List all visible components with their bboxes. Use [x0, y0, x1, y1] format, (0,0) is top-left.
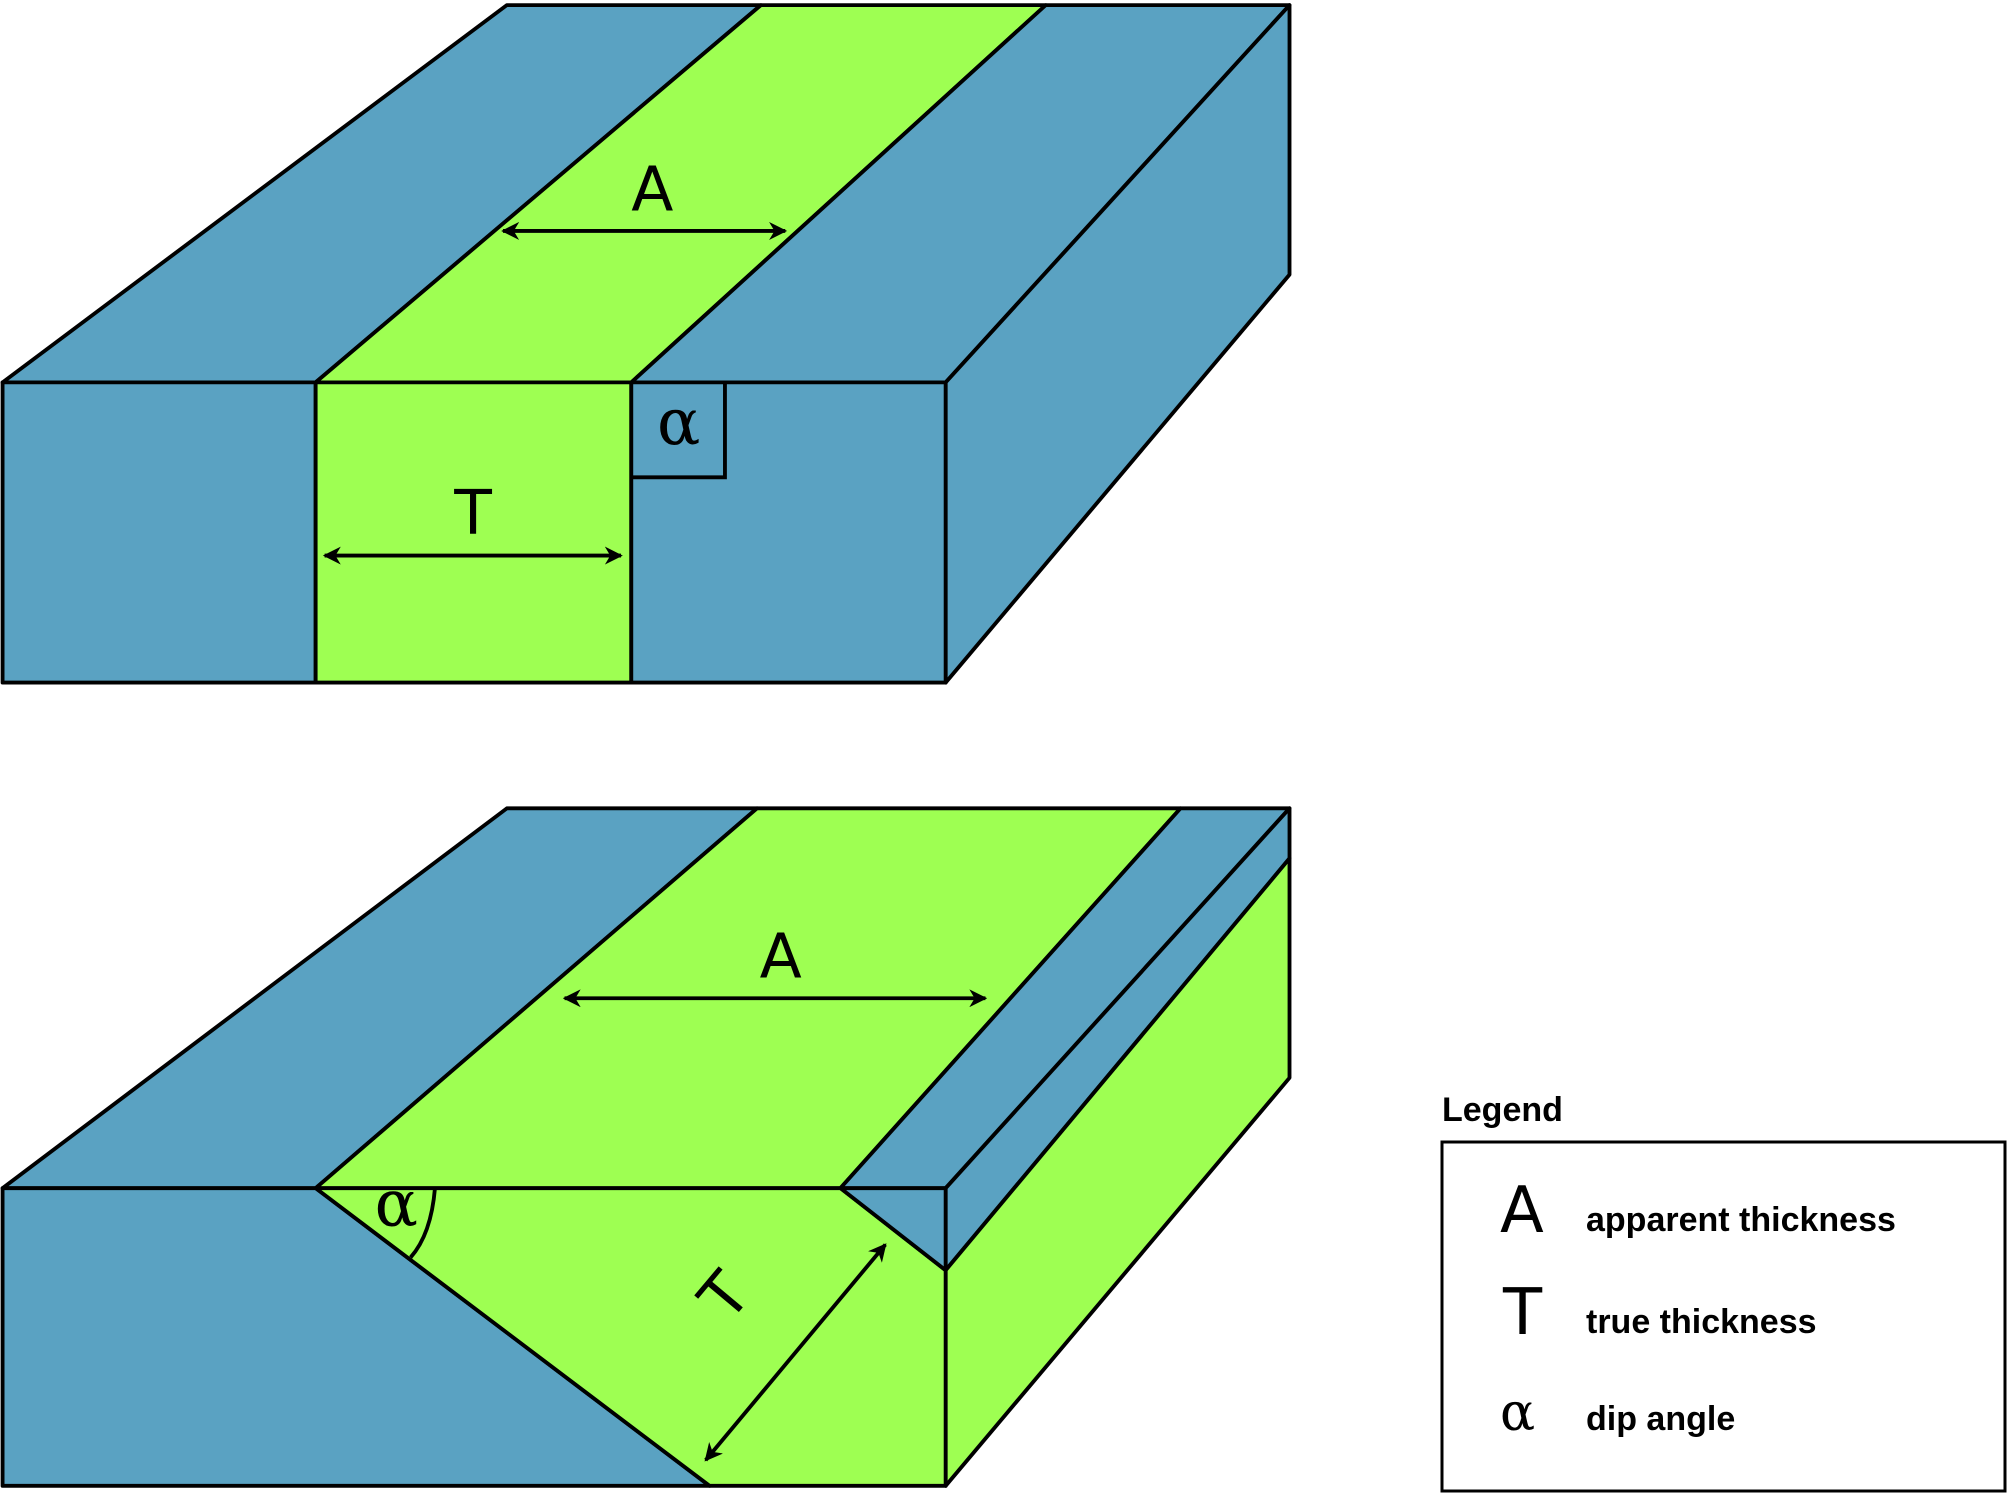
- bottom-block-front-rock-right: [838, 1186, 948, 1273]
- bottom-block-angle-label: α: [375, 1166, 418, 1241]
- legend-title: Legend: [1442, 1091, 1563, 1129]
- top-block-angle-label: α: [657, 385, 700, 460]
- legend-box: [1440, 1140, 2007, 1493]
- legend-symbol-true: T: [1502, 1276, 1543, 1350]
- top-block-true-label: T: [453, 477, 492, 549]
- legend-desc-true: true thickness: [1586, 1303, 1817, 1341]
- top-block-right-angle-marker: [631, 382, 727, 480]
- top-block-apparent-label: A: [631, 153, 673, 225]
- top-block-front-rock-left: [0, 380, 318, 685]
- bottom-block-true-arrow: [704, 1243, 887, 1462]
- top-block: α A T: [0, 3, 1292, 685]
- bottom-block-dip-arc: [409, 1187, 437, 1259]
- bottom-block: α A T: [0, 806, 1292, 1488]
- legend-symbol-apparent: A: [1500, 1174, 1544, 1248]
- top-block-front-rock-right: [629, 380, 948, 685]
- top-block-front-layer: [313, 380, 634, 685]
- legend-desc-apparent: apparent thickness: [1586, 1201, 1896, 1239]
- bottom-block-apparent-label: A: [760, 921, 802, 993]
- legend: Legend A apparent thickness T true thick…: [1440, 1091, 2007, 1493]
- legend-desc-dip: dip angle: [1586, 1400, 1735, 1438]
- legend-symbol-dip: α: [1500, 1383, 1535, 1443]
